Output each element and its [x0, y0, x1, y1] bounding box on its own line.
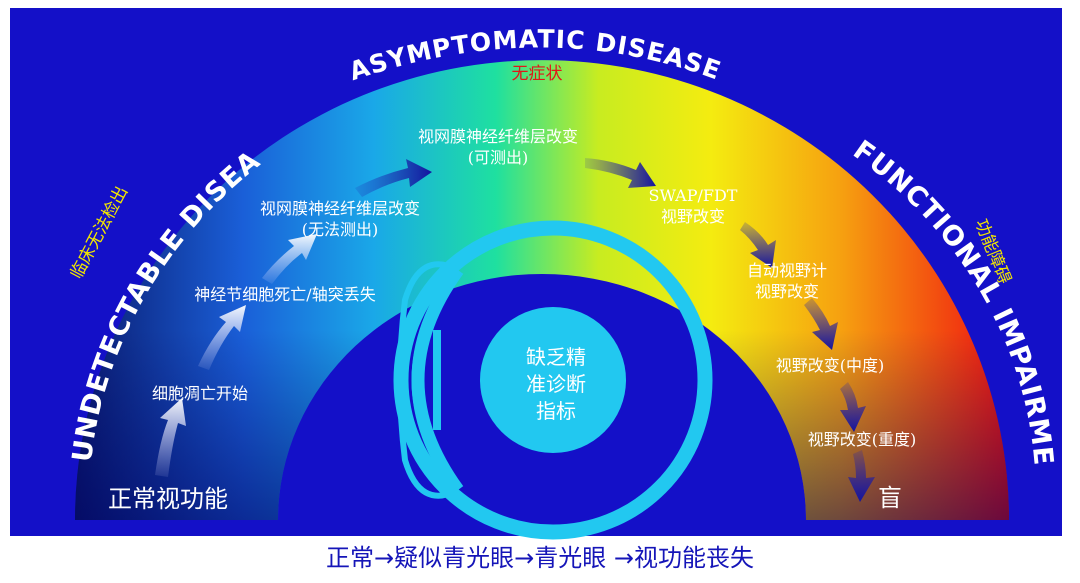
center-text-line3: 指标 [536, 399, 576, 423]
stage-swap-fdt: SWAP/FDT [649, 186, 738, 205]
zone-label-left: 临床无法检出 [67, 183, 133, 282]
arrow-down-1 [740, 222, 776, 268]
stage-automated-perimetry: 自动视野计 [747, 261, 827, 280]
arch-shading [75, 60, 1009, 521]
arrow-up-2 [198, 305, 246, 370]
stage-normal-vision: 正常视功能 [108, 485, 228, 513]
arrow-up-3 [262, 234, 317, 284]
stage-blind: 盲 [878, 484, 902, 512]
center-text-line2: 准诊断 [526, 372, 586, 396]
stage-rnfl-change-undetectable: 视网膜神经纤维层改变 [260, 199, 420, 218]
stage-rnfl-detectable-note: (可测出) [468, 148, 529, 167]
stage-vf-moderate: 视野改变(中度) [776, 356, 885, 375]
stage-rnfl-change-detectable: 视网膜神经纤维层改变 [418, 127, 578, 146]
arrow-down-3 [840, 382, 866, 432]
center-text-line1: 缺乏精 [526, 345, 586, 369]
progression-caption: 正常→疑似青光眼→青光眼 →视功能丧失 [326, 544, 754, 572]
stage-automated-vf-change: 视野改变 [755, 282, 819, 301]
stage-apoptosis-start: 细胞凋亡开始 [152, 384, 248, 403]
eye-diagram-icon [393, 220, 713, 540]
arrow-up-1 [155, 398, 186, 477]
stage-rnfl-undetectable-note: (无法测出) [302, 220, 379, 239]
arrow-right-2 [585, 158, 656, 188]
stage-vf-severe: 视野改变(重度) [808, 430, 917, 449]
zone-label-top: 无症状 [512, 64, 563, 84]
stage-ganglion-cell-death: 神经节细胞死亡/轴突丢失 [194, 285, 375, 304]
arrow-down-4 [848, 450, 875, 502]
stage-swap-fdt-vf-change: 视野改变 [661, 207, 725, 226]
arrow-down-2 [804, 298, 838, 350]
arrow-right-1 [355, 159, 432, 197]
